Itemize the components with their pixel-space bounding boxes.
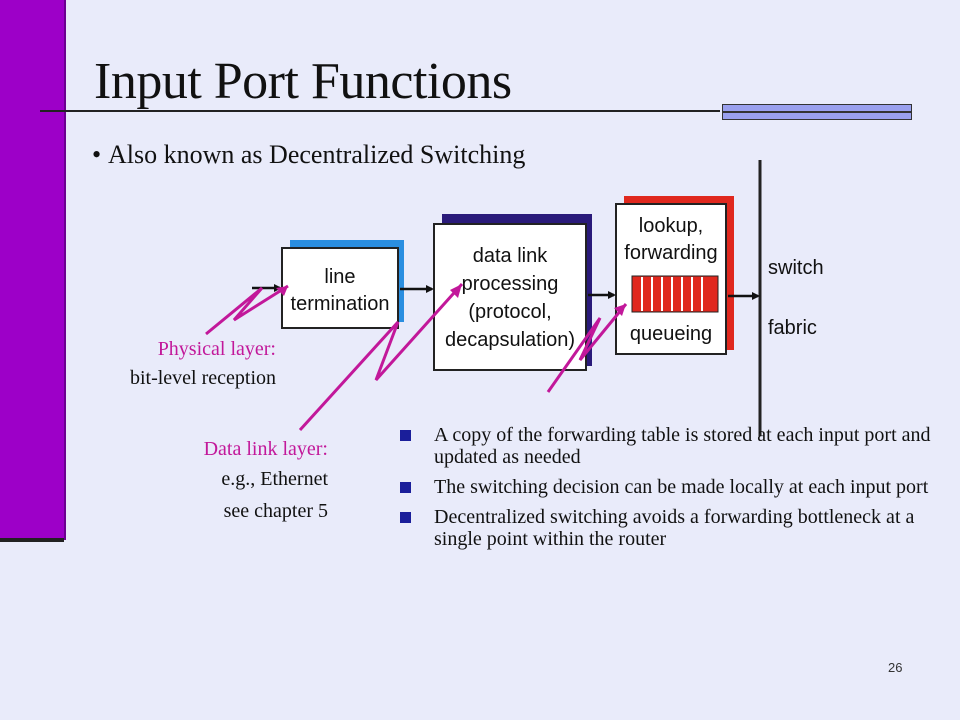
left-accent-bar [0,0,66,540]
bullet-text: A copy of the forwarding table is stored… [434,424,931,468]
bullet-item: The switching decision can be made local… [398,476,938,498]
physical-layer-title: Physical layer: [157,338,276,360]
data-link-label-4: decapsulation) [445,329,575,351]
bullet-dot-icon: • [92,140,102,169]
bullet-item: A copy of the forwarding table is stored… [398,424,938,468]
subtitle-line: •Also known as Decentralized Switching [92,140,525,170]
data-link-processing-box: data link processing (protocol, decapsul… [433,214,592,371]
data-link-pointer-2 [546,303,628,393]
switch-fabric-label-1: switch [768,257,824,279]
switch-fabric: switch fabric [758,160,824,436]
line-termination-label-1: line [324,266,355,288]
bullet-text: Decentralized switching avoids a forward… [434,506,915,550]
switch-fabric-label-2: fabric [768,317,817,339]
bullet-list: A copy of the forwarding table is stored… [398,424,938,558]
annotation-arrowheads [276,284,626,316]
queue-icon [631,275,719,313]
data-link-layer-chapter: see chapter 5 [223,500,328,522]
page-number: 26 [888,660,903,675]
lookup-label-3: queueing [630,323,712,345]
lookup-label-2: forwarding [624,242,717,264]
physical-layer-description: bit-level reception [129,367,276,389]
data-link-label-2: processing [462,273,559,295]
data-link-pointer-1 [298,282,464,432]
lookup-forwarding-box: lookup, forwarding queueing [615,196,734,355]
square-bullet-icon [400,482,411,493]
annotation-pointers [205,282,628,432]
data-link-label-3: (protocol, [468,301,551,323]
line-termination-label-2: termination [291,293,390,315]
slide-title: Input Port Functions [94,53,512,110]
physical-layer-pointer [205,284,289,336]
square-bullet-icon [400,430,411,441]
line-termination-box: line termination [281,240,404,329]
data-link-layer-title: Data link layer: [203,438,328,460]
data-link-layer-example: e.g., Ethernet [221,468,328,490]
title-accent-bar [722,104,912,120]
data-link-label-1: data link [473,245,548,267]
bullet-text: The switching decision can be made local… [434,476,929,498]
lookup-label-1: lookup, [639,215,704,237]
square-bullet-icon [400,512,411,523]
title-underline [40,110,720,112]
flow-arrows [252,284,760,300]
left-accent-bar-base [0,538,64,542]
subtitle-text: Also known as Decentralized Switching [108,140,526,169]
bullet-item: Decentralized switching avoids a forward… [398,506,938,550]
